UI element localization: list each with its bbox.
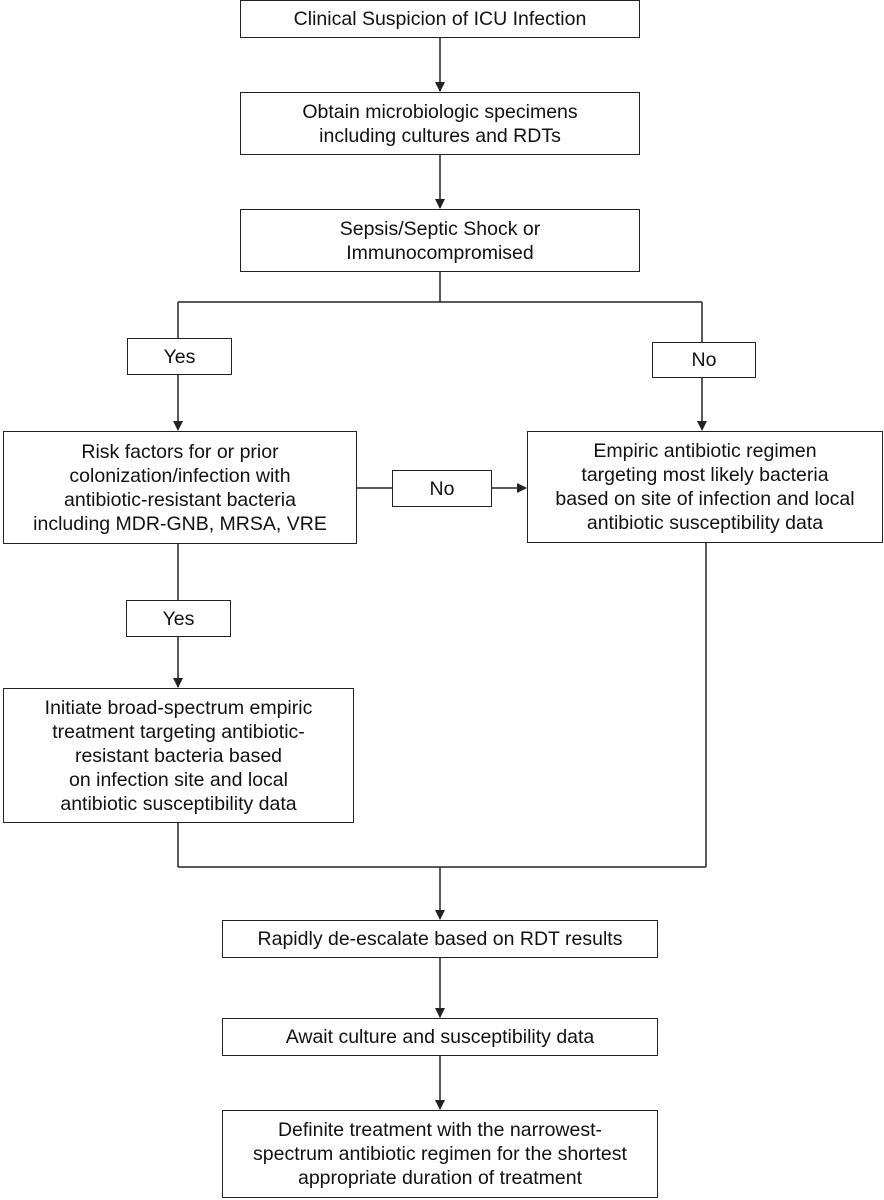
node-empiric-regimen: Empiric antibiotic regimen targeting mos… (527, 431, 883, 543)
node-text-line: Yes (163, 345, 196, 368)
node-sepsis-check-text: Sepsis/Septic Shock or Immunocompromised (340, 217, 541, 265)
node-clinical-suspicion-text: Clinical Suspicion of ICU Infection (294, 7, 587, 31)
node-clinical-suspicion: Clinical Suspicion of ICU Infection (240, 0, 640, 38)
node-text-line: resistant bacteria based (74, 744, 283, 767)
node-text-line: Await culture and susceptibility data (285, 1026, 595, 1048)
node-text-line: antibiotic-resistant bacteria (64, 488, 296, 511)
node-text-line: Risk factors for or prior (81, 440, 279, 463)
node-no-sepsis: No (652, 342, 756, 378)
node-text-line: antibiotic susceptibility data (586, 512, 824, 534)
node-text-line: colonization/infection with (69, 464, 291, 487)
node-risk-factors: Risk factors for or prior colonization/i… (3, 431, 357, 544)
node-no-risk-factors: No (392, 470, 492, 507)
node-text-line: antibiotic susceptibility data (60, 792, 297, 815)
node-text-line: based on site of infection and local (555, 488, 855, 510)
node-await-culture: Await culture and susceptibility data (222, 1018, 658, 1056)
node-text-line: Sepsis/Septic Shock or (339, 217, 541, 240)
node-text-line: targeting most likely bacteria (581, 464, 829, 486)
node-deescalate: Rapidly de-escalate based on RDT results (222, 920, 658, 958)
node-text-line: appropriate duration of treatment (297, 1167, 582, 1189)
node-obtain-specimens: Obtain microbiologic specimens including… (240, 92, 640, 155)
node-text-line: Rapidly de-escalate based on RDT results (257, 928, 623, 950)
node-text-line: Immunocompromised (346, 241, 534, 264)
node-broad-spectrum-treatment-text: Initiate broad-spectrum empiric treatmen… (45, 696, 313, 816)
node-text-line: treatment targeting antibiotic- (52, 720, 305, 743)
node-text-line: including MDR-GNB, MRSA, VRE (33, 512, 327, 535)
node-risk-factors-text: Risk factors for or prior colonization/i… (33, 440, 327, 536)
node-text-line: spectrum antibiotic regimen for the shor… (253, 1143, 627, 1165)
node-text-line: Yes (162, 607, 195, 630)
node-sepsis-check: Sepsis/Septic Shock or Immunocompromised (240, 209, 640, 272)
node-definite-treatment: Definite treatment with the narrowest- s… (222, 1110, 658, 1198)
node-yes-risk-factors: Yes (126, 600, 231, 637)
node-empiric-regimen-text: Empiric antibiotic regimen targeting mos… (555, 439, 854, 535)
node-text-line: Empiric antibiotic regimen (593, 440, 817, 462)
node-text-line: Initiate broad-spectrum empiric (44, 696, 313, 719)
node-broad-spectrum-treatment: Initiate broad-spectrum empiric treatmen… (3, 688, 354, 823)
node-text-line: Obtain microbiologic specimens (302, 100, 578, 123)
node-text-line: Definite treatment with the narrowest- (277, 1119, 603, 1141)
node-text-line: on infection site and local (69, 768, 288, 791)
node-yes-sepsis: Yes (127, 338, 232, 375)
node-obtain-specimens-text: Obtain microbiologic specimens including… (302, 100, 577, 148)
node-text-line: Clinical Suspicion of ICU Infection (293, 8, 587, 30)
node-definite-treatment-text: Definite treatment with the narrowest- s… (253, 1118, 627, 1190)
node-text-line: including cultures and RDTs (319, 124, 561, 147)
node-text-line: No (691, 349, 717, 371)
node-text-line: No (429, 477, 455, 500)
